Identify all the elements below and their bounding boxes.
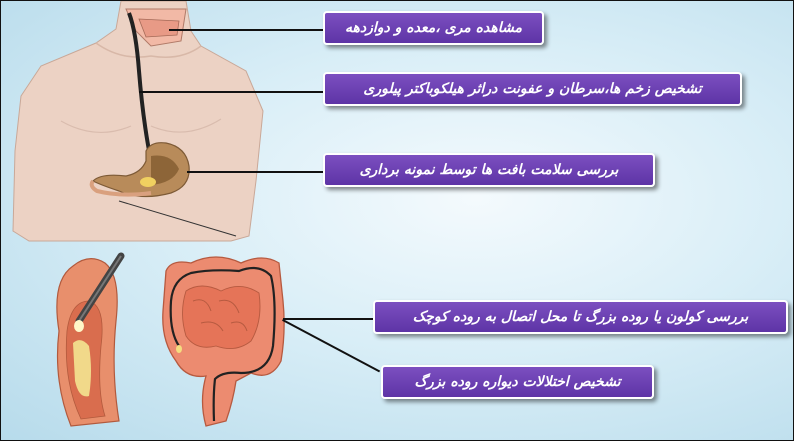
leader-line-1 [169,29,324,31]
colon-section-illustration [57,256,121,426]
large-intestine-illustration [163,257,284,426]
torso-illustration [13,1,263,241]
leader-line-4 [283,318,375,320]
label-esophagus-stomach-duodenum: مشاهده مری ،معده و دوازدهه [323,11,544,45]
label-tissue-biopsy: بررسی سلامت بافت ها توسط نمونه برداری [323,153,655,187]
leader-line-2 [139,91,325,93]
label-colon-to-small-intestine: بررسی کولون یا روده بزرگ تا محل اتصال به… [373,300,788,334]
label-ulcer-cancer-hpylori: تشخیص زخم ها،سرطان و عفونت دراثر هیلکوبا… [323,72,742,106]
label-colon-wall-disorders: تشخیص اختلالات دیواره روده بزرگ [381,365,654,399]
leader-line-3 [187,171,325,173]
